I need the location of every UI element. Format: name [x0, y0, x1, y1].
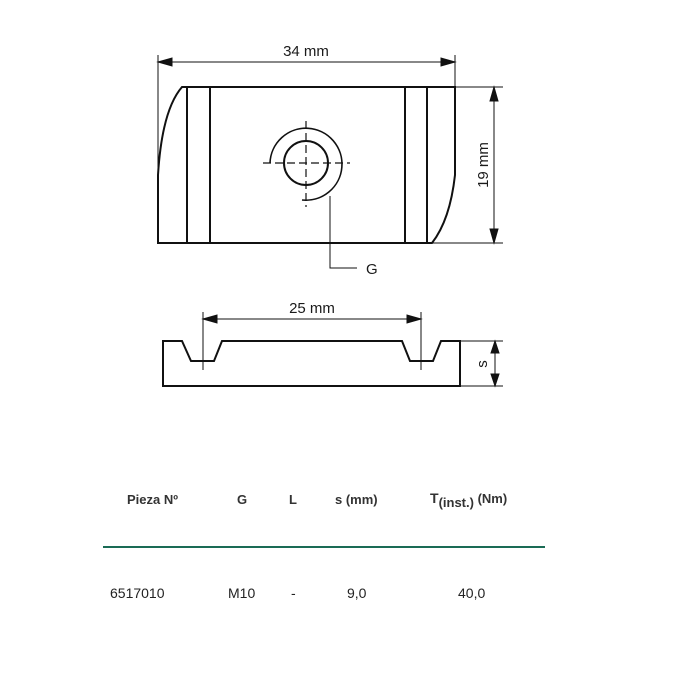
table-divider	[103, 546, 545, 548]
header-torque-unit: (Nm)	[473, 491, 508, 506]
header-torque: T(inst.) (Nm)	[430, 490, 507, 510]
cell-torque: 40,0	[458, 585, 486, 601]
header-part-no: Pieza Nº	[127, 492, 178, 507]
dim-25mm-label: 25 mm	[289, 300, 335, 317]
dim-19mm-label: 19 mm	[475, 142, 492, 188]
cell-s: 9,0	[347, 585, 367, 601]
dim-s-label: s	[474, 360, 491, 368]
hole-centerlines	[263, 121, 350, 207]
cell-part-no: 6517010	[110, 585, 165, 601]
header-g: G	[237, 492, 248, 507]
cell-l: -	[291, 585, 296, 601]
header-torque-sub: (inst.)	[438, 495, 474, 510]
dimension-19mm	[432, 85, 503, 245]
header-s: s (mm)	[335, 492, 378, 507]
dimension-s	[460, 339, 503, 388]
cell-g: M10	[228, 585, 256, 601]
thread-label-g: G	[366, 261, 378, 278]
side-view	[162, 340, 461, 387]
header-torque-main: T	[430, 490, 439, 506]
dimension-34mm	[156, 55, 457, 243]
thread-leader	[329, 196, 357, 269]
dim-34mm-label: 34 mm	[283, 43, 329, 60]
header-l: L	[289, 492, 297, 507]
dimension-25mm	[201, 312, 423, 370]
